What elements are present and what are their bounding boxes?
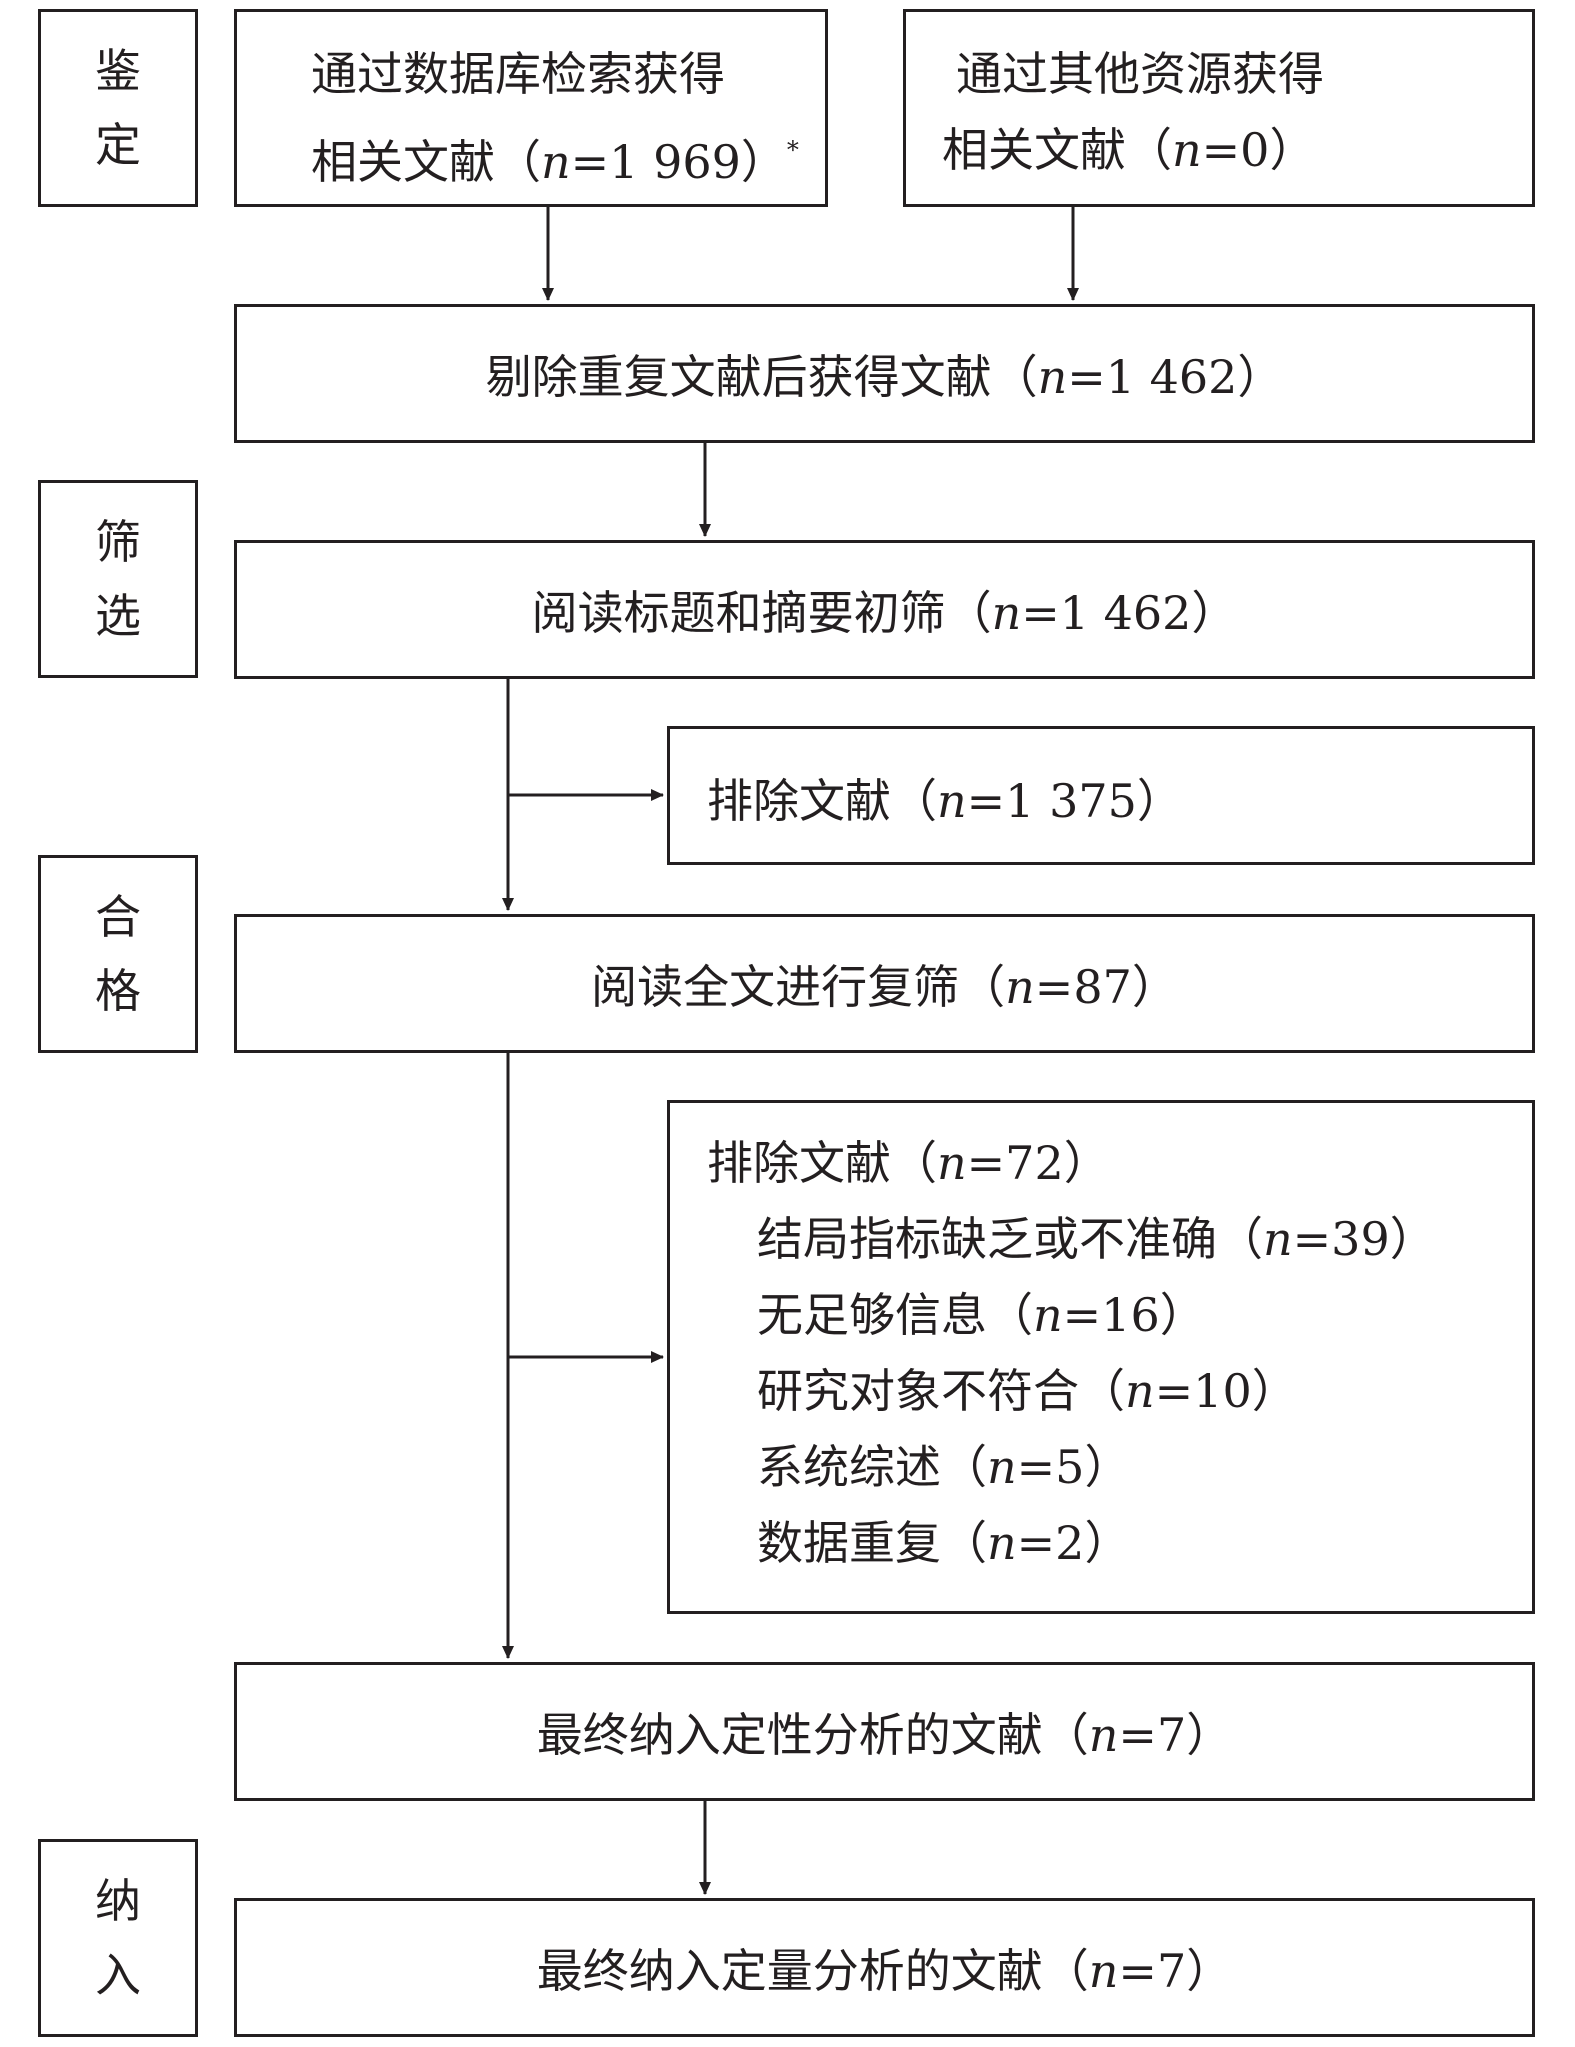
database-records-line2: 相关文献（n=1 969）*	[311, 135, 799, 189]
excluded-records-text-1: 排除文献（n=1 375）	[707, 774, 1183, 828]
footnote-marker: *	[786, 136, 799, 164]
exclusion-reason: 系统综述（n=5）	[757, 1440, 1131, 1494]
stage-identification: 鉴 定	[38, 9, 198, 207]
other-sources-box: 通过其他资源获得 相关文献（n=0）	[903, 9, 1535, 207]
exclusion-reason: 无足够信息（n=16）	[757, 1288, 1206, 1342]
exclusion-reason: 结局指标缺乏或不准确（n=39）	[757, 1212, 1436, 1266]
exclusion-reason: 研究对象不符合（n=10）	[757, 1364, 1298, 1418]
fulltext-screening-box: 阅读全文进行复筛（n=87）	[234, 914, 1535, 1053]
fulltext-screening-text: 阅读全文进行复筛（n=87）	[591, 959, 1178, 1014]
qualitative-synthesis-box: 最终纳入定性分析的文献（n=7）	[234, 1662, 1535, 1801]
stage-included-char1: 纳	[95, 1874, 141, 1928]
stage-screening-char2: 选	[95, 589, 141, 643]
quantitative-synthesis-box: 最终纳入定量分析的文献（n=7）	[234, 1898, 1535, 2037]
excluded-records-box-1: 排除文献（n=1 375）	[667, 726, 1535, 865]
stage-eligibility-char2: 格	[95, 964, 141, 1018]
stage-included-char2: 入	[95, 1948, 141, 2002]
stage-screening-char1: 筛	[95, 515, 141, 569]
stage-screening: 筛 选	[38, 480, 198, 678]
qualitative-synthesis-text: 最终纳入定性分析的文献（n=7）	[536, 1707, 1233, 1762]
title-abstract-screening-box: 阅读标题和摘要初筛（n=1 462）	[234, 540, 1535, 679]
stage-included: 纳 入	[38, 1839, 198, 2037]
stage-eligibility: 合 格	[38, 855, 198, 1053]
database-records-line1: 通过数据库检索获得	[311, 47, 725, 101]
title-abstract-screening-text: 阅读标题和摘要初筛（n=1 462）	[531, 585, 1238, 640]
stage-identification-char2: 定	[95, 118, 141, 172]
stage-identification-char1: 鉴	[95, 44, 141, 98]
other-sources-line2: 相关文献（n=0）	[942, 123, 1316, 177]
quantitative-synthesis-text: 最终纳入定量分析的文献（n=7）	[536, 1943, 1233, 1998]
deduplicated-records-box: 剔除重复文献后获得文献（n=1 462）	[234, 304, 1535, 443]
excluded-records-box-2: 排除文献（n=72） 结局指标缺乏或不准确（n=39） 无足够信息（n=16） …	[667, 1100, 1535, 1614]
stage-eligibility-char1: 合	[95, 890, 141, 944]
excluded-records-heading-2: 排除文献（n=72）	[707, 1136, 1110, 1190]
database-records-box: 通过数据库检索获得 相关文献（n=1 969）*	[234, 9, 828, 207]
other-sources-line1: 通过其他资源获得	[956, 47, 1324, 101]
deduplicated-records-text: 剔除重复文献后获得文献（n=1 462）	[485, 349, 1284, 404]
exclusion-reason: 数据重复（n=2）	[757, 1516, 1131, 1570]
